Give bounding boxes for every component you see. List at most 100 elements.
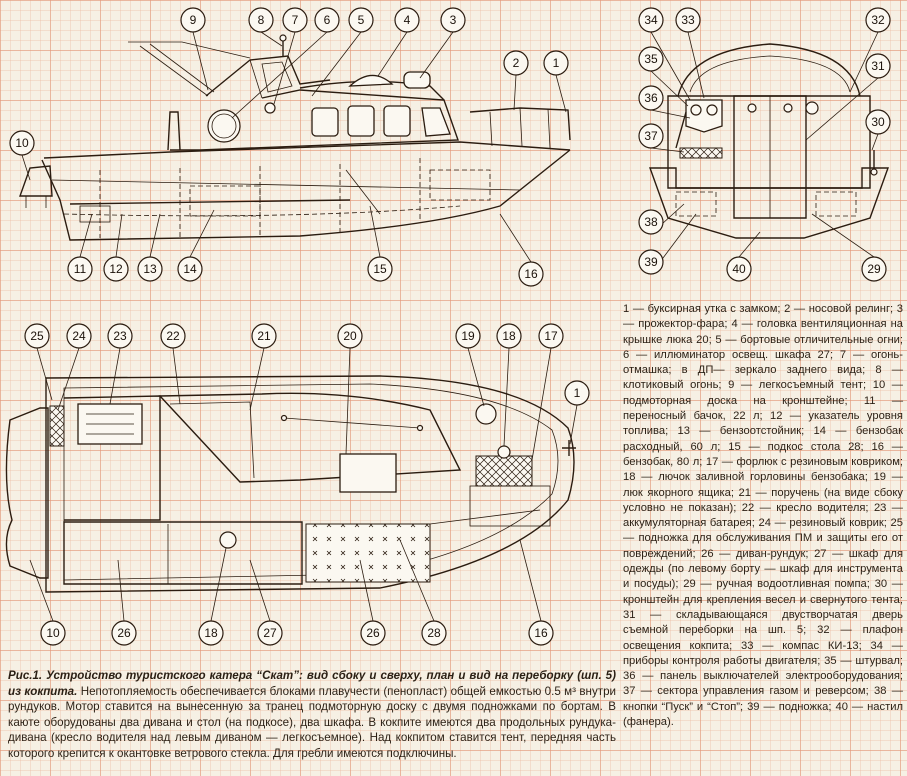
- callout-plan-1: 1: [564, 380, 590, 406]
- figure-caption: Рис.1. Устройство туристского катера “Ск…: [8, 668, 616, 762]
- callout-circle: [111, 620, 137, 646]
- windshield-arch: [677, 43, 861, 97]
- callout-circle: [198, 620, 224, 646]
- callout-circle: [543, 50, 569, 76]
- leader-lines: [21, 31, 879, 622]
- side-view: [19, 34, 571, 241]
- callout-number: 21: [257, 329, 271, 343]
- caption-title: Рис.1. Устройство туристского катера “Ск…: [8, 669, 616, 698]
- callout-circle: [394, 7, 420, 33]
- callout-circle: [337, 323, 363, 349]
- callout-number: 16: [524, 267, 538, 281]
- awning-line: [128, 41, 251, 59]
- callout-side-12: 12: [103, 256, 129, 282]
- vent-head: [348, 74, 394, 87]
- callout-circle: [865, 7, 891, 33]
- callout-number: 10: [15, 136, 29, 150]
- callout-circle: [67, 256, 93, 282]
- callout-plan-24: 24: [66, 323, 92, 349]
- callout-circle: [538, 323, 564, 349]
- callout-number: 25: [30, 329, 44, 343]
- callout-circle: [314, 7, 340, 33]
- callout-plan-17: 17: [538, 323, 564, 349]
- callout-circle: [180, 7, 206, 33]
- callout-number: 27: [263, 626, 277, 640]
- callout-number: 8: [258, 13, 265, 27]
- callout-number: 4: [404, 13, 411, 27]
- callout-number: 29: [867, 262, 881, 276]
- callout-stern-30: 30: [865, 109, 891, 135]
- plan-hull: [45, 375, 575, 593]
- callout-circle: [348, 7, 374, 33]
- callout-stern-32: 32: [865, 7, 891, 33]
- callout-number: 37: [644, 129, 658, 143]
- callout-plan-20: 20: [337, 323, 363, 349]
- callout-circle: [66, 323, 92, 349]
- callout-plan-10: 10: [40, 620, 66, 646]
- deck-line: [43, 141, 571, 159]
- callout-circle: [40, 620, 66, 646]
- callout-plan-18: 18: [198, 620, 224, 646]
- callout-number: 28: [427, 626, 441, 640]
- callout-circle: [528, 620, 554, 646]
- callout-number: 1: [553, 56, 560, 70]
- callout-number: 32: [871, 13, 885, 27]
- callout-circle: [503, 50, 529, 76]
- callout-circle: [496, 323, 522, 349]
- callout-stern-36: 36: [638, 85, 664, 111]
- callout-circle: [638, 123, 664, 149]
- callout-side-10: 10: [9, 130, 35, 156]
- callout-circle: [440, 7, 466, 33]
- callout-plan-21: 21: [251, 323, 277, 349]
- callout-plan-28: 28: [421, 620, 447, 646]
- callout-number: 35: [644, 52, 658, 66]
- callout-number: 5: [358, 13, 365, 27]
- callout-number: 36: [644, 91, 658, 105]
- callout-plan-18: 18: [496, 323, 522, 349]
- callout-stern-37: 37: [638, 123, 664, 149]
- plan-view: [5, 375, 576, 593]
- callout-circle: [421, 620, 447, 646]
- fuel-filler: [497, 445, 511, 459]
- callout-plan-27: 27: [257, 620, 283, 646]
- callout-number: 18: [204, 626, 218, 640]
- callout-number: 34: [644, 13, 658, 27]
- cabin-table: [305, 523, 431, 583]
- callout-number: 10: [46, 626, 60, 640]
- callout-side-6: 6: [314, 7, 340, 33]
- callout-circle: [726, 256, 752, 282]
- callout-side-14: 14: [177, 256, 203, 282]
- callout-number: 12: [109, 262, 123, 276]
- callout-side-13: 13: [137, 256, 163, 282]
- cabin-hatch: [339, 453, 397, 493]
- cabin-window-1: [311, 107, 339, 137]
- callout-circle: [564, 380, 590, 406]
- callout-number: 23: [113, 329, 127, 343]
- callout-number: 24: [72, 329, 86, 343]
- front-window: [421, 107, 451, 137]
- callout-number: 2: [513, 56, 520, 70]
- callout-side-8: 8: [248, 7, 274, 33]
- callout-number: 26: [117, 626, 131, 640]
- callout-plan-16: 16: [528, 620, 554, 646]
- callout-number: 1: [574, 386, 581, 400]
- callout-side-9: 9: [180, 7, 206, 33]
- callout-number: 9: [190, 13, 197, 27]
- callout-stern-40: 40: [726, 256, 752, 282]
- callout-number: 39: [644, 255, 658, 269]
- callout-circle: [367, 256, 393, 282]
- callout-circle: [257, 620, 283, 646]
- callout-number: 11: [74, 262, 87, 276]
- cabin-window-3: [383, 105, 411, 137]
- callout-stern-38: 38: [638, 209, 664, 235]
- callout-number: 18: [502, 329, 516, 343]
- callout-circle: [455, 323, 481, 349]
- callout-circle: [865, 109, 891, 135]
- callout-circle: [103, 256, 129, 282]
- callout-number: 7: [292, 13, 299, 27]
- callout-plan-26: 26: [111, 620, 137, 646]
